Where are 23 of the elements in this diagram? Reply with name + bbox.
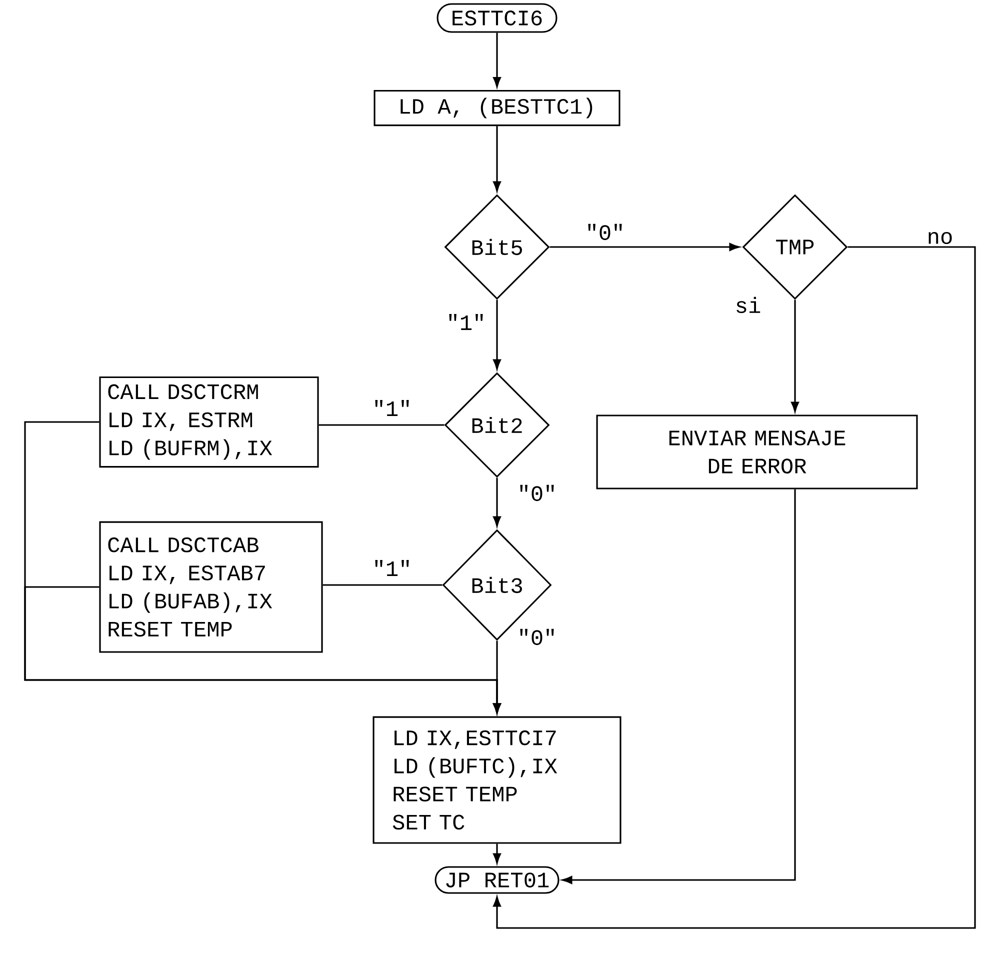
edge-label: "0"	[515, 483, 559, 503]
arrow	[493, 300, 501, 370]
edge-label: "1"	[370, 558, 414, 578]
arrow	[791, 300, 799, 412]
edge-label: "1"	[370, 398, 414, 418]
terminal-box: ESTTCI6	[436, 3, 558, 33]
process-box: CALL DSCTCRM LD IX, ESTRM LD (BUFRM),IX	[99, 376, 319, 468]
edge-label: "0"	[583, 222, 627, 242]
process-box: ENVIAR MENSAJE DE ERROR	[596, 414, 918, 490]
arrow	[493, 246, 976, 929]
edge-label: "1"	[444, 312, 488, 332]
arrow	[562, 489, 796, 884]
terminal-box: JP RET01	[434, 866, 560, 894]
arrow	[24, 586, 501, 714]
arrow	[493, 478, 501, 526]
process-box: CALL DSCTCAB LD IX, ESTAB7 LD (BUFAB),IX RESET TEMP	[99, 521, 323, 653]
arrow	[493, 32, 501, 88]
arrow	[493, 126, 501, 192]
edge-label: no	[925, 230, 955, 246]
process-box: LD IX,ESTTCI7 LD (BUFTC),IX RESET TEMP SET TC	[372, 716, 622, 844]
arrow	[550, 243, 740, 251]
arrow	[493, 844, 501, 864]
process-box: LD A, (BESTTC1)	[374, 90, 620, 126]
